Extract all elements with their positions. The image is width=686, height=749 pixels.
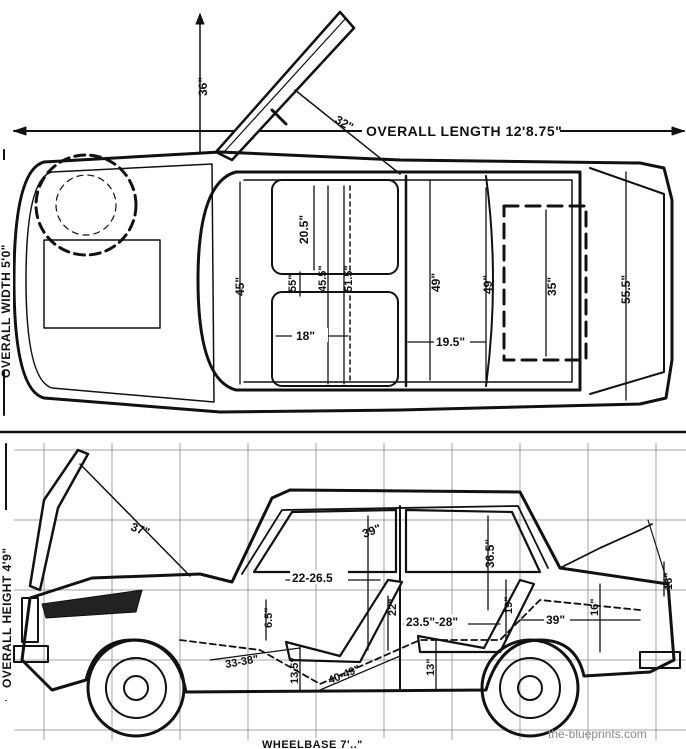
plan-view [3,10,685,416]
plan-labels: OVERALL LENGTH 12'8.75" OVERALL WIDTH 5'… [0,77,633,378]
boot-35-label: 35" [545,277,559,296]
rear-width-49-label: 49" [481,275,495,294]
boot-55-label: 55.5" [619,275,633,304]
seat-22-label: 22" [387,599,399,616]
headroom-39-label: 39" [360,521,383,541]
boot-area [502,204,588,362]
rear-19-label: 19" [503,597,515,614]
headlamp [21,597,39,643]
bonnet-37-label: 37" [129,520,152,540]
watermark: the-blueprints.com [548,727,647,741]
overall-length-label: OVERALL LENGTH 12'8.75" [366,123,562,139]
front-65-label: 6.5" [263,607,275,628]
front-seats [271,179,399,387]
open-bonnet-plan [195,10,401,175]
rear-head-365-label: 36.5" [483,539,497,568]
overall-length-dimension [13,126,685,136]
seat-width-label: 18" [296,329,315,343]
rear-13-label: 13" [425,659,437,676]
rear-bumper [639,651,681,669]
front-seat-depth-label: 20.5" [297,215,311,244]
open-bonnet-side [28,448,90,592]
wheelbase-label: WHEELBASE 7'.." [262,739,363,749]
overall-height-label: OVERALL HEIGHT 4'9" [0,547,14,688]
front-wheel [86,638,186,738]
front-seat-side [284,578,404,664]
side-body-outline [20,488,676,694]
seat-455-label: 45.5" [317,265,329,292]
rear-window [404,508,542,574]
seat-135-label: 13.5" [289,657,301,684]
lid-height-label: 36" [196,77,210,96]
rear-leg-label: 23.5"-28" [406,615,458,629]
front-width-label: 45" [233,277,247,296]
side-labels: OVERALL HEIGHT 4'9" 37" 39" 22-26.5 36.5… [0,510,675,749]
seat-55-label: 55" [287,275,299,292]
front-grille [41,589,143,619]
rear-length-label: 19.5" [436,335,465,349]
side-view [5,443,681,738]
tail-16-label: 16" [663,573,675,590]
leg-40-49-label: 40-49" [327,663,362,687]
overall-width-label: OVERALL WIDTH 5'0" [0,244,13,378]
front-bumper [13,645,49,663]
boot-16-label: 16" [589,599,601,616]
boot-39-label: 39" [546,613,565,627]
spare-wheel [34,153,138,257]
pedal-33-38-label: 33-38" [224,653,259,671]
rear-wheel [480,638,580,738]
cabin-width-49-label: 49" [429,273,443,292]
legroom-22-265-label: 22-26.5 [292,571,333,585]
plan-body-outline [12,150,674,414]
side-grid [14,443,686,740]
front-window [252,508,398,574]
seat-515-label: 51.5" [343,265,355,292]
